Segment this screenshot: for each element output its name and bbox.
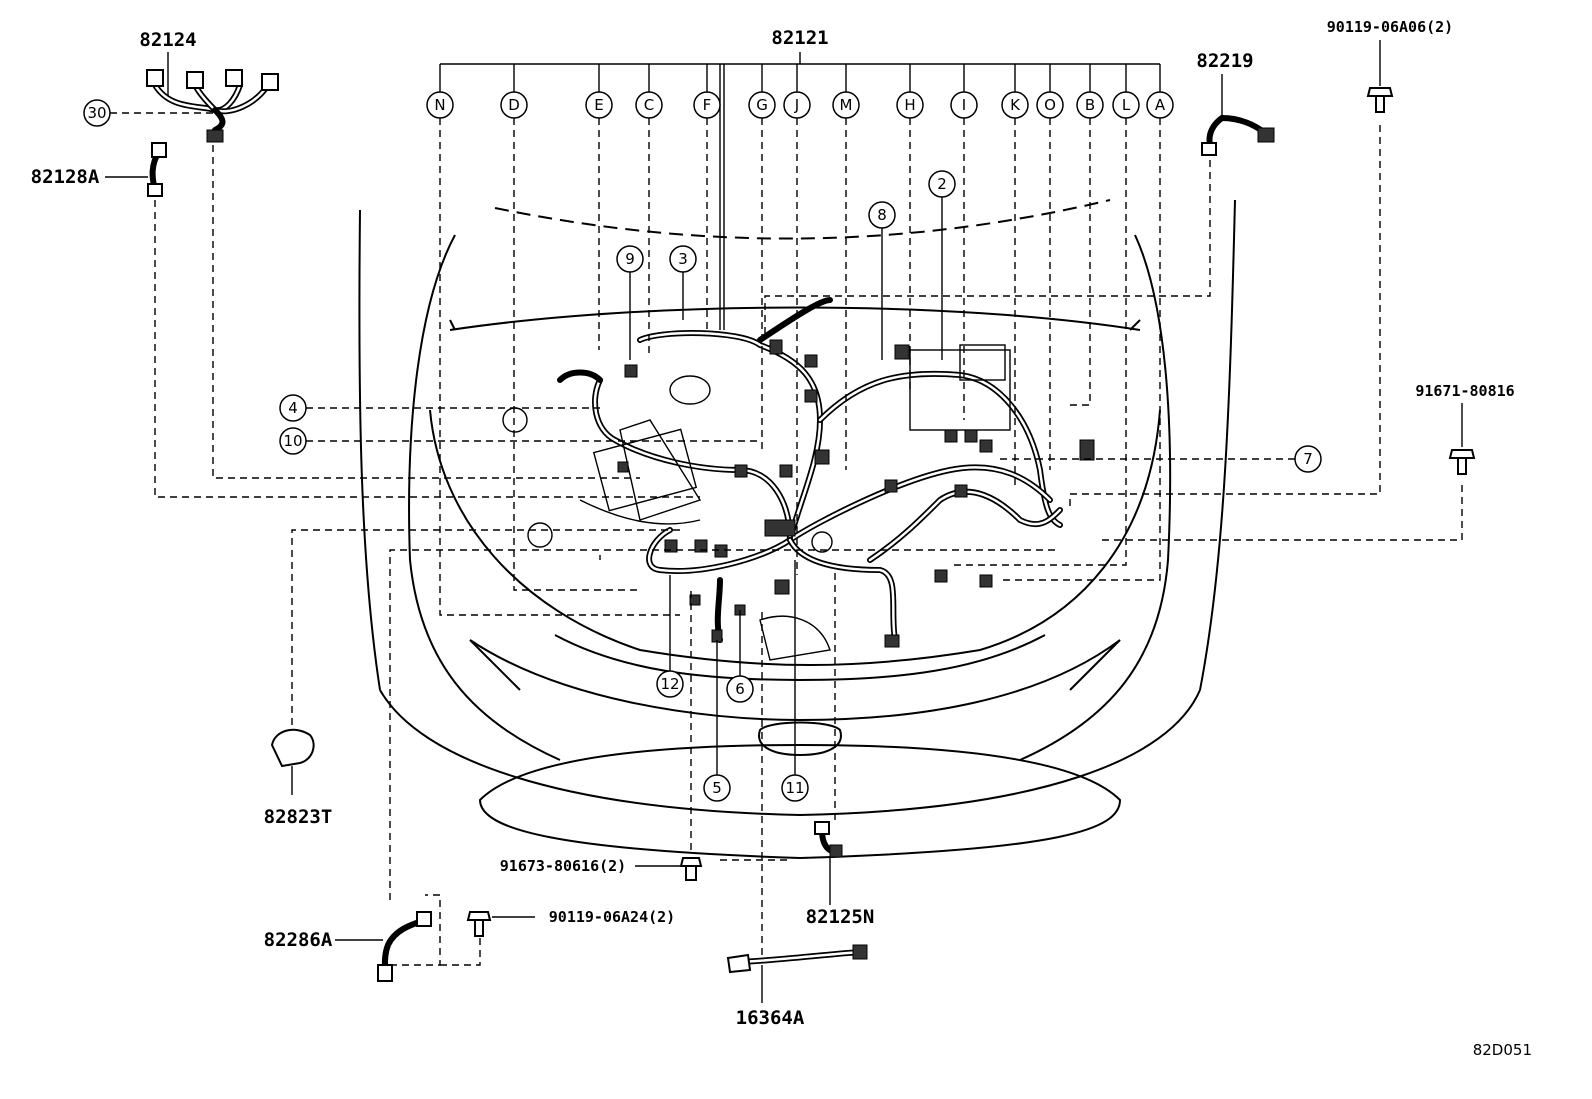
part-label-82121: 82121	[771, 27, 828, 49]
connector-k: K	[1001, 91, 1029, 119]
part-90119-06a06: 90119-06A06(2)	[1069, 18, 1453, 510]
connector-g: G	[748, 91, 776, 119]
callout-4: 4	[279, 394, 600, 422]
connector-a: A	[1146, 91, 1174, 119]
svg-text:N: N	[434, 96, 445, 114]
svg-text:F: F	[703, 96, 712, 114]
part-label-82823t: 82823T	[264, 806, 333, 828]
connector-o: O	[1036, 91, 1064, 119]
part-16364a: 16364A	[726, 610, 868, 1029]
svg-text:O: O	[1044, 96, 1056, 114]
callout-10: 10	[279, 427, 760, 455]
part-label-82128a: 82128A	[31, 166, 100, 188]
svg-text:11: 11	[785, 779, 804, 797]
svg-text:9: 9	[625, 250, 635, 268]
svg-text:8: 8	[877, 206, 887, 224]
callout-30: 30	[83, 99, 215, 127]
svg-text:I: I	[962, 96, 966, 114]
part-label-16364a: 16364A	[736, 1007, 805, 1029]
callout-11: 11	[781, 560, 809, 802]
callout-8: 8	[868, 201, 896, 360]
svg-text:3: 3	[678, 250, 688, 268]
svg-text:D: D	[508, 96, 520, 114]
svg-text:H: H	[904, 96, 915, 114]
part-label-90119-06a06: 90119-06A06(2)	[1327, 18, 1453, 36]
connector-d: D	[500, 91, 528, 119]
svg-text:E: E	[594, 96, 603, 114]
part-label-91671-80816: 91671-80816	[1415, 382, 1514, 400]
connector-b: B	[1076, 91, 1104, 119]
svg-text:J: J	[794, 96, 799, 114]
numbered-callouts: 30 4 10 9 3 8 2 7	[83, 99, 1322, 802]
connector-c: C	[635, 91, 663, 119]
connector-letters: N D E C F G J M H I K O B L A	[426, 91, 1174, 119]
part-82219: 82219	[764, 50, 1275, 340]
svg-text:2: 2	[937, 175, 947, 193]
callout-6: 6	[726, 610, 754, 703]
callout-9: 9	[616, 245, 644, 360]
svg-text:30: 30	[87, 104, 106, 122]
svg-text:M: M	[840, 96, 853, 114]
connector-m: M	[832, 91, 860, 119]
svg-text:6: 6	[735, 680, 745, 698]
svg-text:G: G	[756, 96, 768, 114]
connector-e: E	[585, 91, 613, 119]
connector-n: N	[426, 91, 454, 119]
part-91673-80616: 91673-80616(2)	[500, 590, 790, 881]
connector-f: F	[693, 91, 721, 119]
connector-j: J	[783, 91, 811, 119]
part-90119-06a24: 90119-06A24(2)	[466, 908, 675, 937]
callout-7: 7	[1000, 445, 1322, 473]
main-harness-bracket: 82121	[439, 27, 1161, 330]
callout-2: 2	[928, 170, 956, 360]
part-label-82219: 82219	[1196, 50, 1253, 72]
callout-5: 5	[703, 640, 731, 802]
svg-text:L: L	[1122, 96, 1131, 114]
part-label-90119-06a24: 90119-06A24(2)	[549, 908, 675, 926]
part-label-91673-80616: 91673-80616(2)	[500, 857, 626, 875]
connector-leaders	[439, 118, 1161, 616]
connector-l: L	[1112, 91, 1140, 119]
vehicle-outline	[358, 199, 1236, 860]
part-label-82125n: 82125N	[806, 906, 875, 928]
svg-text:10: 10	[283, 432, 302, 450]
svg-text:12: 12	[660, 675, 679, 693]
connector-i: I	[950, 91, 978, 119]
engine-harness	[502, 297, 1095, 661]
svg-text:5: 5	[712, 779, 722, 797]
figure-code: 82D051	[1473, 1041, 1532, 1059]
callout-3: 3	[669, 245, 697, 320]
part-91671-80816: 91671-80816	[1100, 382, 1515, 541]
part-label-82286a: 82286A	[264, 929, 333, 951]
svg-text:B: B	[1085, 96, 1095, 114]
connector-h: H	[896, 91, 924, 119]
part-82124: 82124	[139, 29, 640, 479]
part-82823t: 82823T	[264, 529, 680, 828]
svg-text:4: 4	[288, 399, 298, 417]
part-82125n: 82125N	[806, 570, 875, 928]
part-label-82124: 82124	[139, 29, 196, 51]
part-82286a: 82286A	[264, 549, 1060, 982]
part-82128a: 82128A	[31, 142, 700, 498]
svg-text:7: 7	[1303, 450, 1313, 468]
svg-text:C: C	[644, 96, 654, 114]
svg-text:A: A	[1155, 96, 1166, 114]
svg-text:K: K	[1010, 96, 1021, 114]
callout-12: 12	[656, 575, 684, 698]
